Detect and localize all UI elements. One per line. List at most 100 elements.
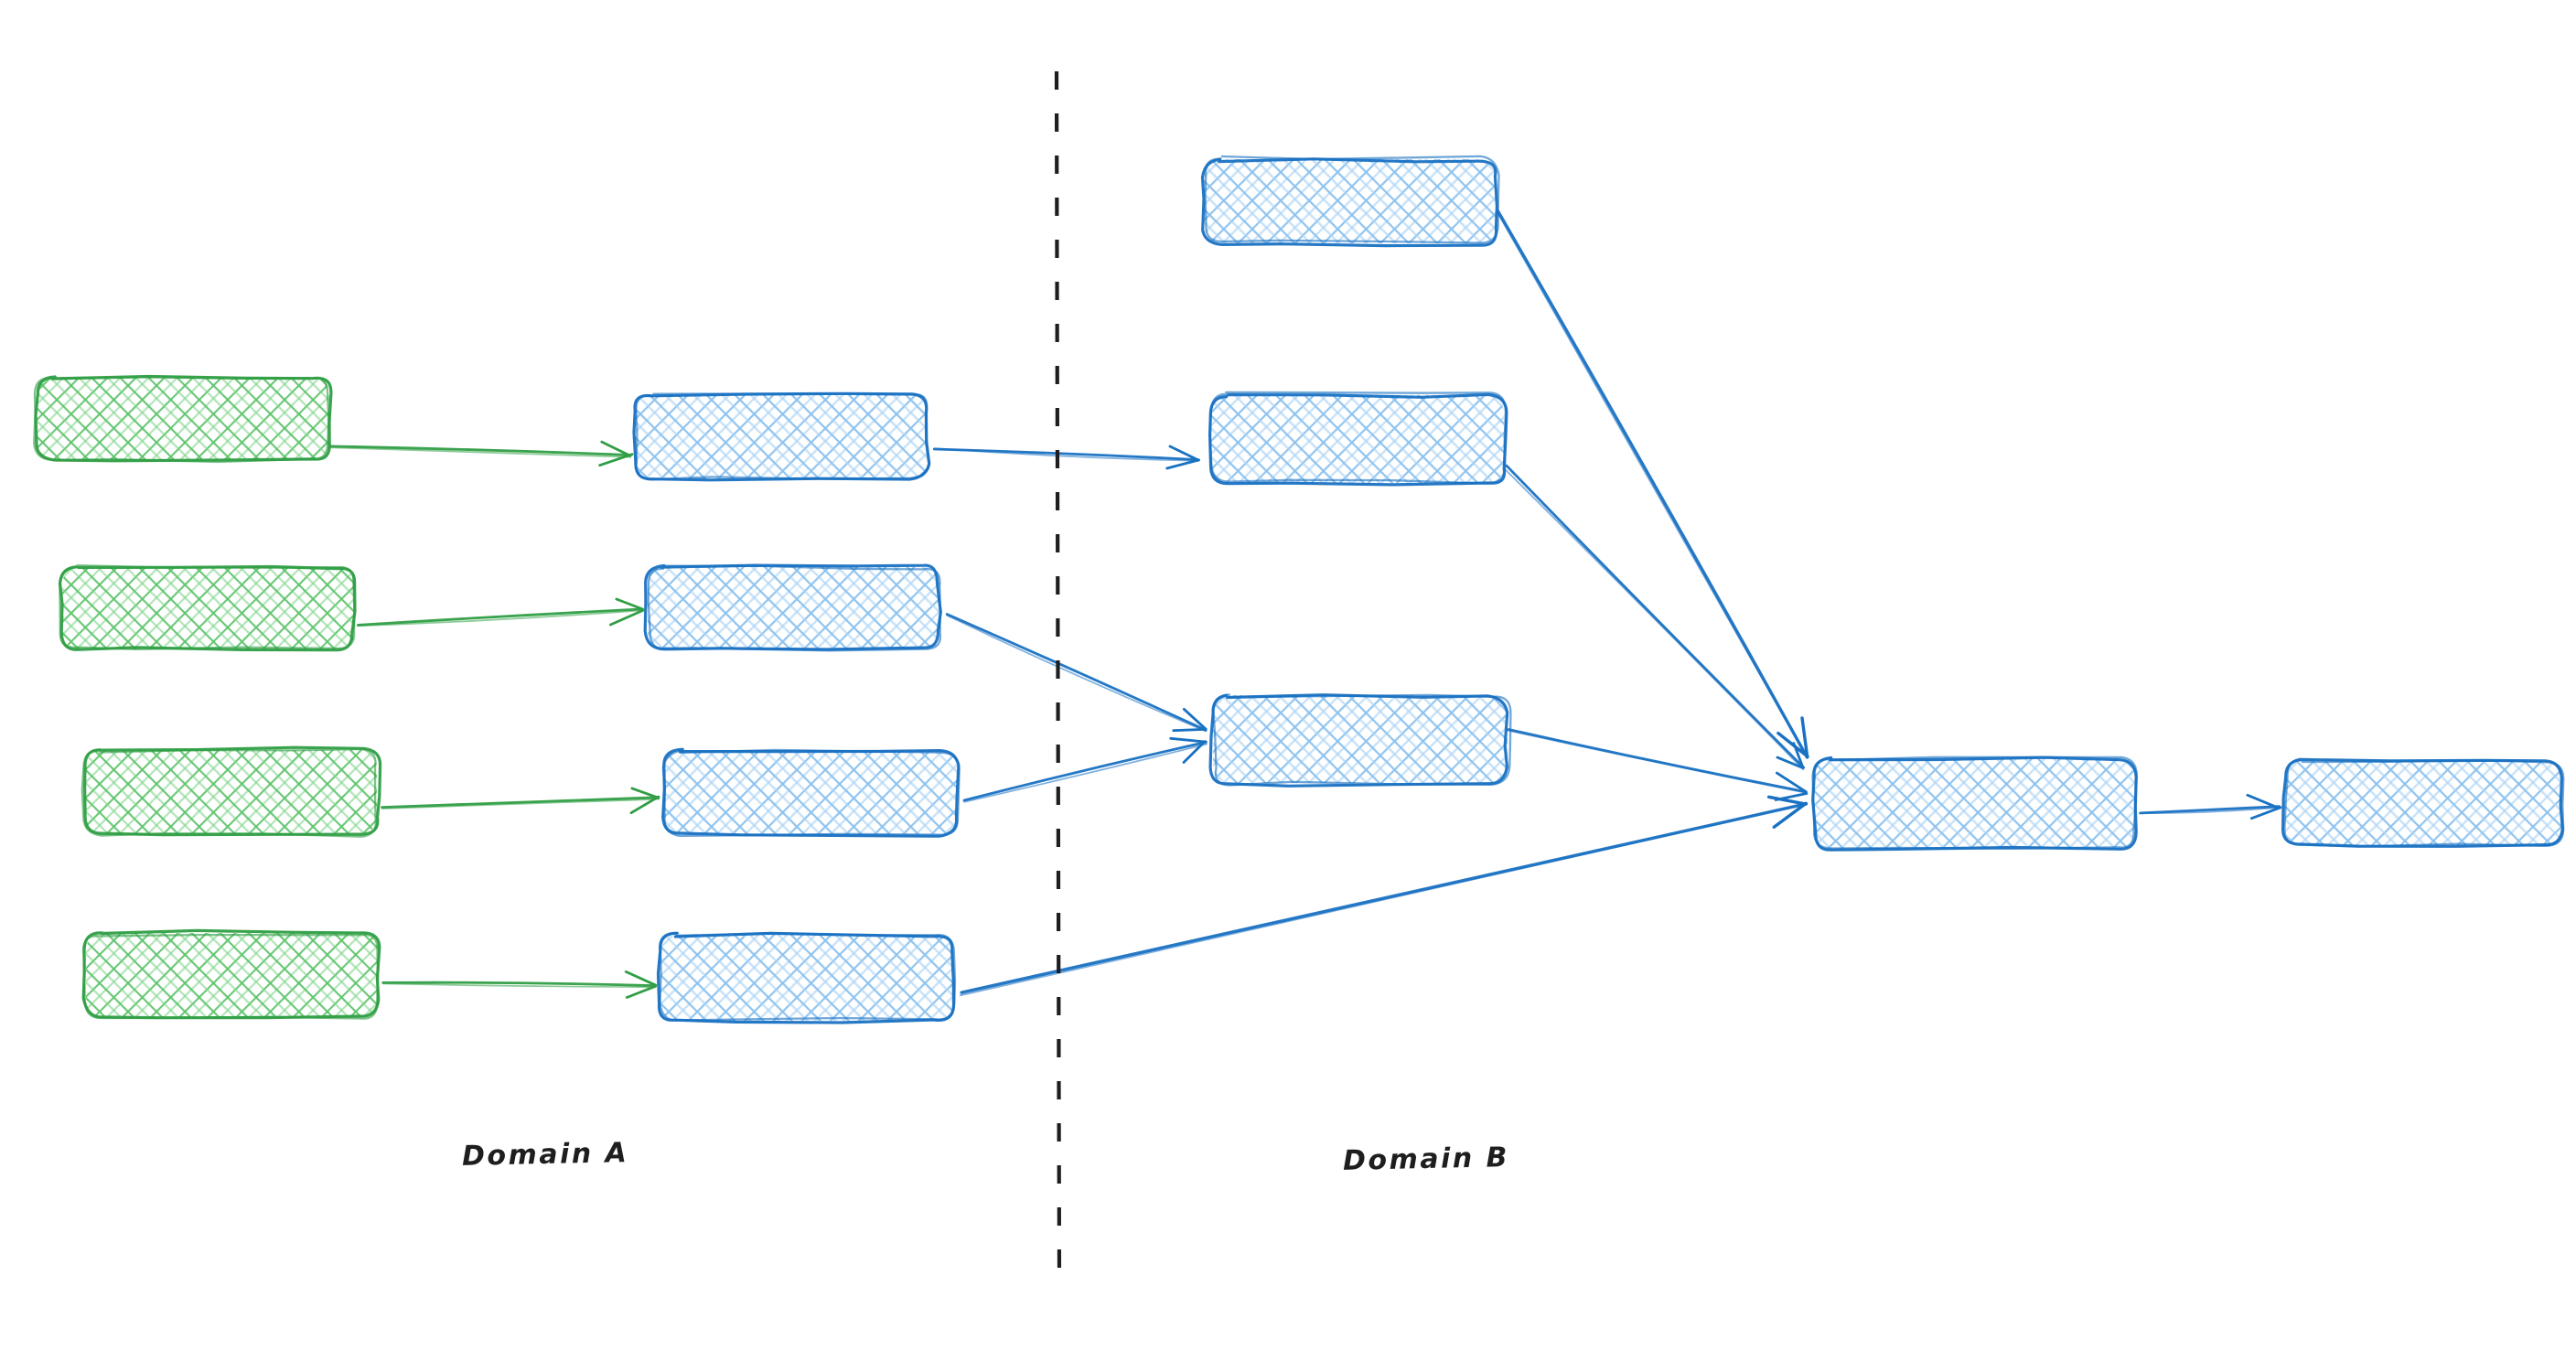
node-a-src-1[interactable] [33,374,333,464]
edge-e7[interactable] [962,736,1208,803]
edge-shaft [962,741,1208,802]
domain-divider-line [1054,70,1062,1281]
arrowhead-barb-1 [629,795,660,815]
node-outline [632,391,931,482]
node-b-out[interactable] [2281,757,2565,848]
node-fill [1204,159,1497,243]
node-outline [59,564,356,650]
edge-e5[interactable] [932,445,1200,470]
edge-shaft [2139,806,2281,815]
arrowhead-barb-0 [1800,716,1809,759]
arrowhead-barb-0 [1169,736,1208,744]
edge-e1[interactable] [327,440,634,467]
edge-shaft [381,981,657,988]
node-b-mid[interactable] [1208,391,1508,487]
arrowhead-barb-1 [609,608,645,627]
node-layer [33,155,2565,1024]
edge-e11[interactable] [1507,728,1809,801]
edge-e6[interactable] [945,613,1208,733]
edge-shaft [2139,805,2281,815]
arrowhead-barb-0 [1168,445,1199,462]
node-outline [1212,693,1512,787]
node-fill [1213,695,1508,783]
arrowhead-barb-1 [1182,740,1207,764]
edge-shaft [327,446,632,458]
edge-e3[interactable] [381,787,660,815]
node-outline [80,747,377,838]
arrowhead-barb-1 [1165,458,1200,470]
edge-shaft [959,802,1808,997]
edge-shaft [357,609,644,627]
node-a-src-4[interactable] [81,928,381,1020]
node-fill [635,395,928,479]
node-fill [37,377,329,459]
arrowhead-barb-1 [1772,801,1808,829]
edge-e4[interactable] [381,970,658,999]
edge-shaft [1507,728,1808,794]
node-outline [1208,391,1508,485]
node-outline [1204,155,1500,244]
arrowhead-barb-0 [1792,742,1805,768]
arrowhead-barb-1 [625,984,657,999]
arrowhead-barb-1 [1776,731,1809,758]
node-outline [635,392,931,481]
arrowhead-barb-0 [1182,707,1208,731]
node-a-src-3[interactable] [80,745,382,838]
node-fill [660,935,953,1021]
arrowhead-barb-0 [2246,793,2281,809]
node-outline [1811,756,2138,851]
edge-shaft [382,982,656,989]
arrowhead-barb-1 [2250,806,2282,820]
edge-shaft [1508,729,1808,794]
node-fill [648,567,940,649]
arrowhead-barb-1 [1172,728,1207,733]
edge-shaft [946,614,1208,733]
node-outline [659,932,957,1022]
arrowhead-barb-0 [615,597,643,610]
node-a-mid-1[interactable] [632,391,931,482]
arrowhead-barb-0 [1776,771,1808,794]
edge-shaft [1503,467,1805,771]
arrowhead-barb-1 [1776,756,1804,769]
node-a-mid-4[interactable] [656,931,957,1024]
node-fill [86,933,379,1017]
node-fill [62,567,355,649]
node-outline [83,745,382,837]
edge-e9[interactable] [1496,209,1809,759]
node-a-src-2[interactable] [58,564,357,652]
arrowhead-barb-0 [624,970,658,987]
node-a-mid-2[interactable] [643,563,942,652]
edge-layer [327,209,2282,999]
node-fill [664,750,957,834]
node-outline [2283,759,2565,848]
arrowhead-barb-1 [598,453,634,467]
arrowhead-barb-0 [600,440,632,457]
node-b-hub[interactable] [1811,756,2138,852]
edge-shaft [963,743,1208,803]
edge-shaft [1496,209,1809,759]
edge-e12[interactable] [2139,793,2282,820]
node-outline [1200,157,1498,248]
edge-e8[interactable] [959,795,1809,997]
node-fill [84,750,377,834]
node-b-top[interactable] [1200,155,1500,248]
edge-shaft [328,445,632,456]
divider-layer [1054,70,1062,1281]
node-fill [2285,761,2561,845]
node-outline [661,748,961,838]
node-b-low[interactable] [1208,693,1512,788]
arrowhead-barb-0 [630,787,660,799]
node-fill [1813,759,2135,849]
edge-e10[interactable] [1503,464,1806,771]
node-fill [1209,395,1504,483]
edge-e2[interactable] [357,597,645,627]
node-outline [1811,756,2138,852]
arrowhead-barb-0 [1766,795,1808,806]
arrowhead-barb-1 [1774,792,1809,801]
edge-shaft [945,613,1208,732]
edge-shaft [933,447,1200,462]
node-a-mid-3[interactable] [661,747,961,838]
node-outline [33,376,330,464]
